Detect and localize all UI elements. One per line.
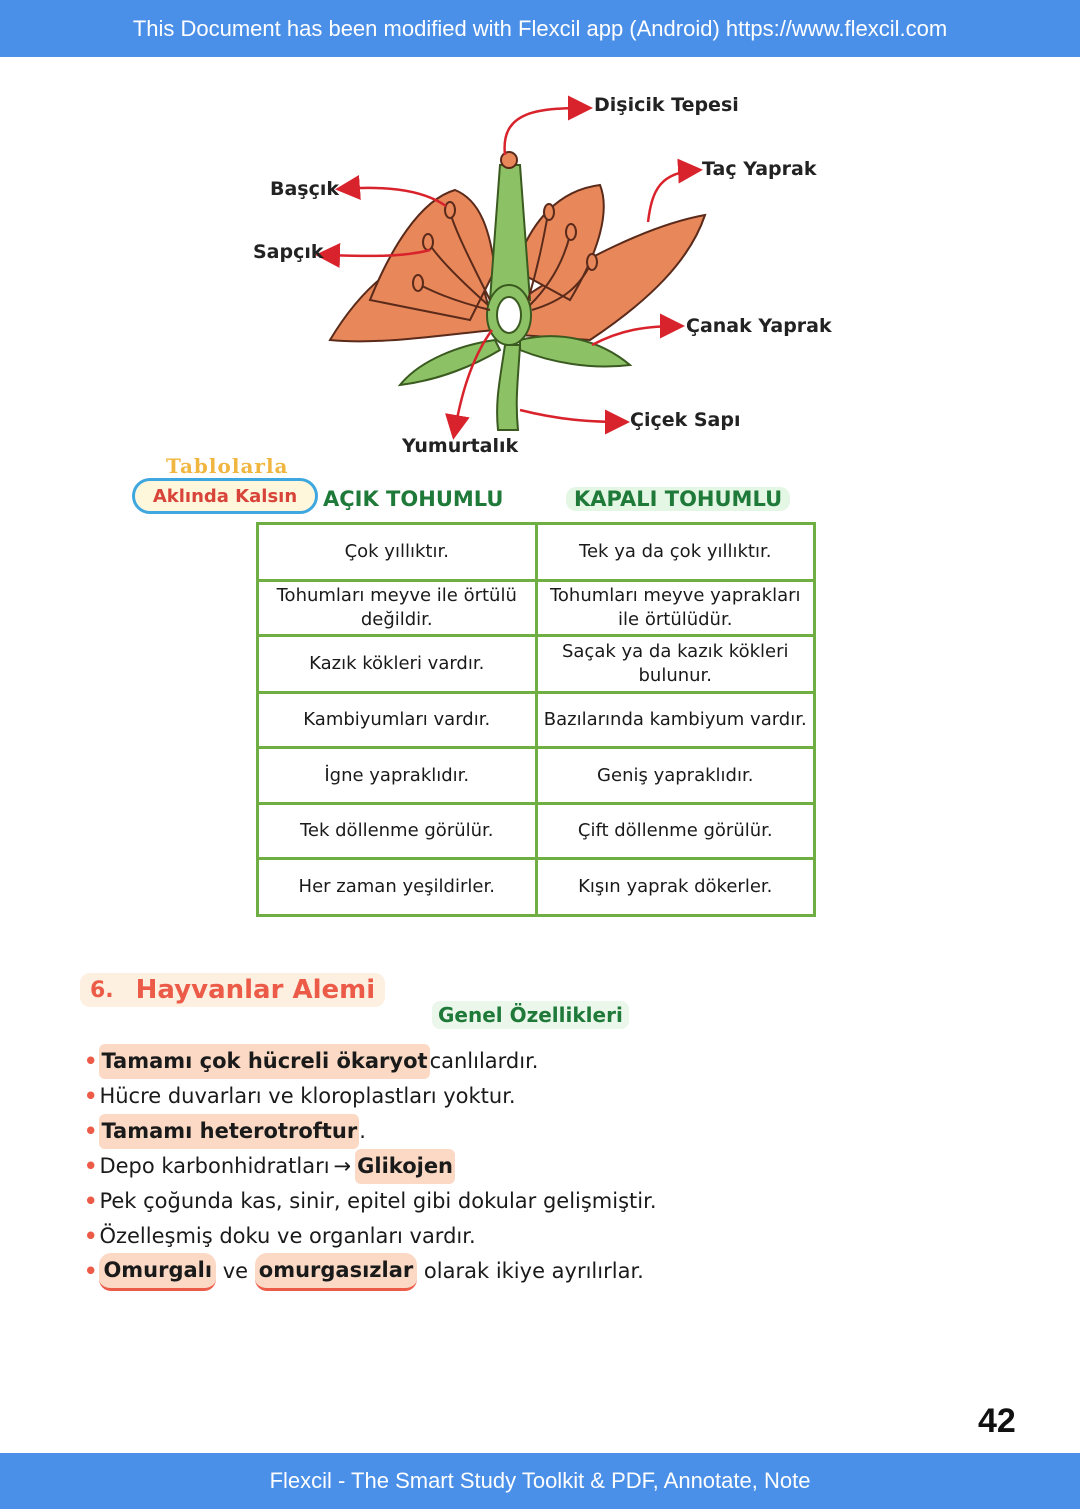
item-text: . (359, 1119, 366, 1143)
arrow-anther (335, 175, 447, 208)
table-cell: Tek ya da çok yıllıktır. (534, 522, 816, 582)
item-text: olarak ikiye ayrılırlar. (417, 1259, 644, 1283)
list-item: •Depo karbonhidratları→Glikojen (84, 1149, 657, 1184)
section-number: 6. (90, 977, 114, 1003)
table-cell: Bazılarında kambiyum vardır. (534, 691, 816, 749)
remember-badge: Tablolarla Aklında Kalsın (132, 452, 322, 518)
sepal-right (519, 335, 633, 368)
arrow-petal (646, 158, 703, 223)
item-text: Depo karbonhidratları (99, 1154, 330, 1178)
feature-list: •Tamamı çok hücreli ökaryot canlılardır.… (84, 1044, 657, 1291)
list-item: •Tamamı çok hücreli ökaryot canlılardır. (84, 1044, 657, 1079)
bottom-banner: Flexcil - The Smart Study Toolkit & PDF,… (0, 1453, 1080, 1509)
table-row: Tohumları meyve ile örtülü değildir. Toh… (256, 579, 816, 637)
section-subtitle: Genel Özellikleri (432, 1001, 629, 1029)
arrow-ovary (445, 329, 494, 440)
highlighted-text: Glikojen (355, 1149, 456, 1184)
section-title: Hayvanlar Alemi (135, 975, 376, 1005)
list-item: •Hücre duvarları ve kloroplastları yoktu… (84, 1079, 657, 1114)
sepal-left (397, 338, 502, 387)
header-angiosperm: KAPALI TOHUMLU (566, 487, 791, 511)
label-filament: Sapçık (253, 241, 324, 263)
highlighted-text: Tamamı heterotroftur (99, 1114, 360, 1149)
bullet-icon: • (84, 1084, 98, 1108)
list-item: •Omurgalı ve omurgasızlar olarak ikiye a… (84, 1252, 657, 1291)
table-cell: Çift döllenme görülür. (534, 802, 816, 860)
arrow-icon: → (333, 1154, 352, 1178)
table-cell: Kazık kökleri vardır. (256, 634, 538, 694)
arrow-sepal (591, 313, 685, 347)
header-gymnosperm: AÇIK TOHUMLU (323, 487, 504, 511)
flower-diagram: Dişicik Tepesi Taç Yaprak Başçık Sapçık … (0, 57, 1080, 477)
item-text: Hücre duvarları ve kloroplastları yoktur… (99, 1084, 516, 1108)
table-cell: Tohumları meyve ile örtülü değildir. (256, 579, 538, 637)
highlighted-text: omurgasızlar (254, 1252, 418, 1291)
label-sepal: Çanak Yaprak (686, 315, 832, 337)
list-item: •Pek çoğunda kas, sinir, epitel gibi dok… (84, 1184, 657, 1219)
table-row: İgne yapraklıdır. Geniş yapraklıdır. (256, 746, 816, 805)
stem (496, 344, 522, 431)
badge-line2: Aklında Kalsın (132, 478, 318, 514)
petal-left-top (368, 188, 497, 322)
highlighted-text: Tamamı çok hücreli ökaryot (99, 1044, 430, 1079)
comparison-table: Çok yıllıktır. Tek ya da çok yıllıktır. … (256, 522, 816, 917)
item-text: canlılardır. (429, 1049, 539, 1073)
item-text: Pek çoğunda kas, sinir, epitel gibi doku… (99, 1189, 657, 1213)
label-ovary: Yumurtalık (402, 435, 519, 457)
arrow-pistil-top (503, 95, 593, 156)
table-cell: Tohumları meyve yaprakları ile örtülüdür… (534, 579, 816, 637)
section-heading: 6. Hayvanlar Alemi (80, 973, 386, 1007)
table-row: Çok yıllıktır. Tek ya da çok yıllıktır. (256, 522, 816, 582)
flower-illustration (315, 95, 707, 440)
arrow-stalk (519, 408, 630, 435)
table-cell: Her zaman yeşildirler. (256, 857, 538, 917)
label-pistil-top: Dişicik Tepesi (594, 94, 739, 116)
bullet-icon: • (84, 1224, 98, 1248)
bullet-icon: • (84, 1189, 98, 1213)
item-text: Özelleşmiş doku ve organları vardır. (99, 1224, 476, 1248)
bullet-icon: • (84, 1049, 98, 1073)
table-cell: Saçak ya da kazık kökleri bulunur. (534, 634, 816, 694)
table-cell: Çok yıllıktır. (256, 522, 538, 582)
bullet-icon: • (84, 1119, 98, 1143)
badge-line1: Tablolarla (166, 454, 289, 478)
table-cell: Kışın yaprak dökerler. (534, 857, 816, 917)
top-banner: This Document has been modified with Fle… (0, 0, 1080, 57)
table-row: Kazık kökleri vardır. Saçak ya da kazık … (256, 634, 816, 694)
page-number: 42 (978, 1402, 1016, 1440)
label-anther: Başçık (270, 178, 340, 200)
table-row: Kambiyumları vardır. Bazılarında kambiyu… (256, 691, 816, 749)
table-row: Tek döllenme görülür. Çift döllenme görü… (256, 802, 816, 860)
table-cell: İgne yapraklıdır. (256, 746, 538, 805)
table-row: Her zaman yeşildirler. Kışın yaprak döke… (256, 857, 816, 917)
table-cell: Tek döllenme görülür. (256, 802, 538, 860)
highlighted-text: Omurgalı (99, 1252, 217, 1291)
label-stalk: Çiçek Sapı (630, 409, 741, 431)
table-cell: Kambiyumları vardır. (256, 691, 538, 749)
arrow-filament (315, 243, 431, 268)
list-item: •Tamamı heterotroftur. (84, 1114, 657, 1149)
label-petal: Taç Yaprak (702, 158, 817, 180)
bullet-icon: • (84, 1259, 98, 1283)
item-text: ve (216, 1259, 255, 1283)
list-item: •Özelleşmiş doku ve organları vardır. (84, 1219, 657, 1254)
bullet-icon: • (84, 1154, 98, 1178)
table-cell: Geniş yapraklıdır. (534, 746, 816, 805)
style (488, 164, 532, 301)
